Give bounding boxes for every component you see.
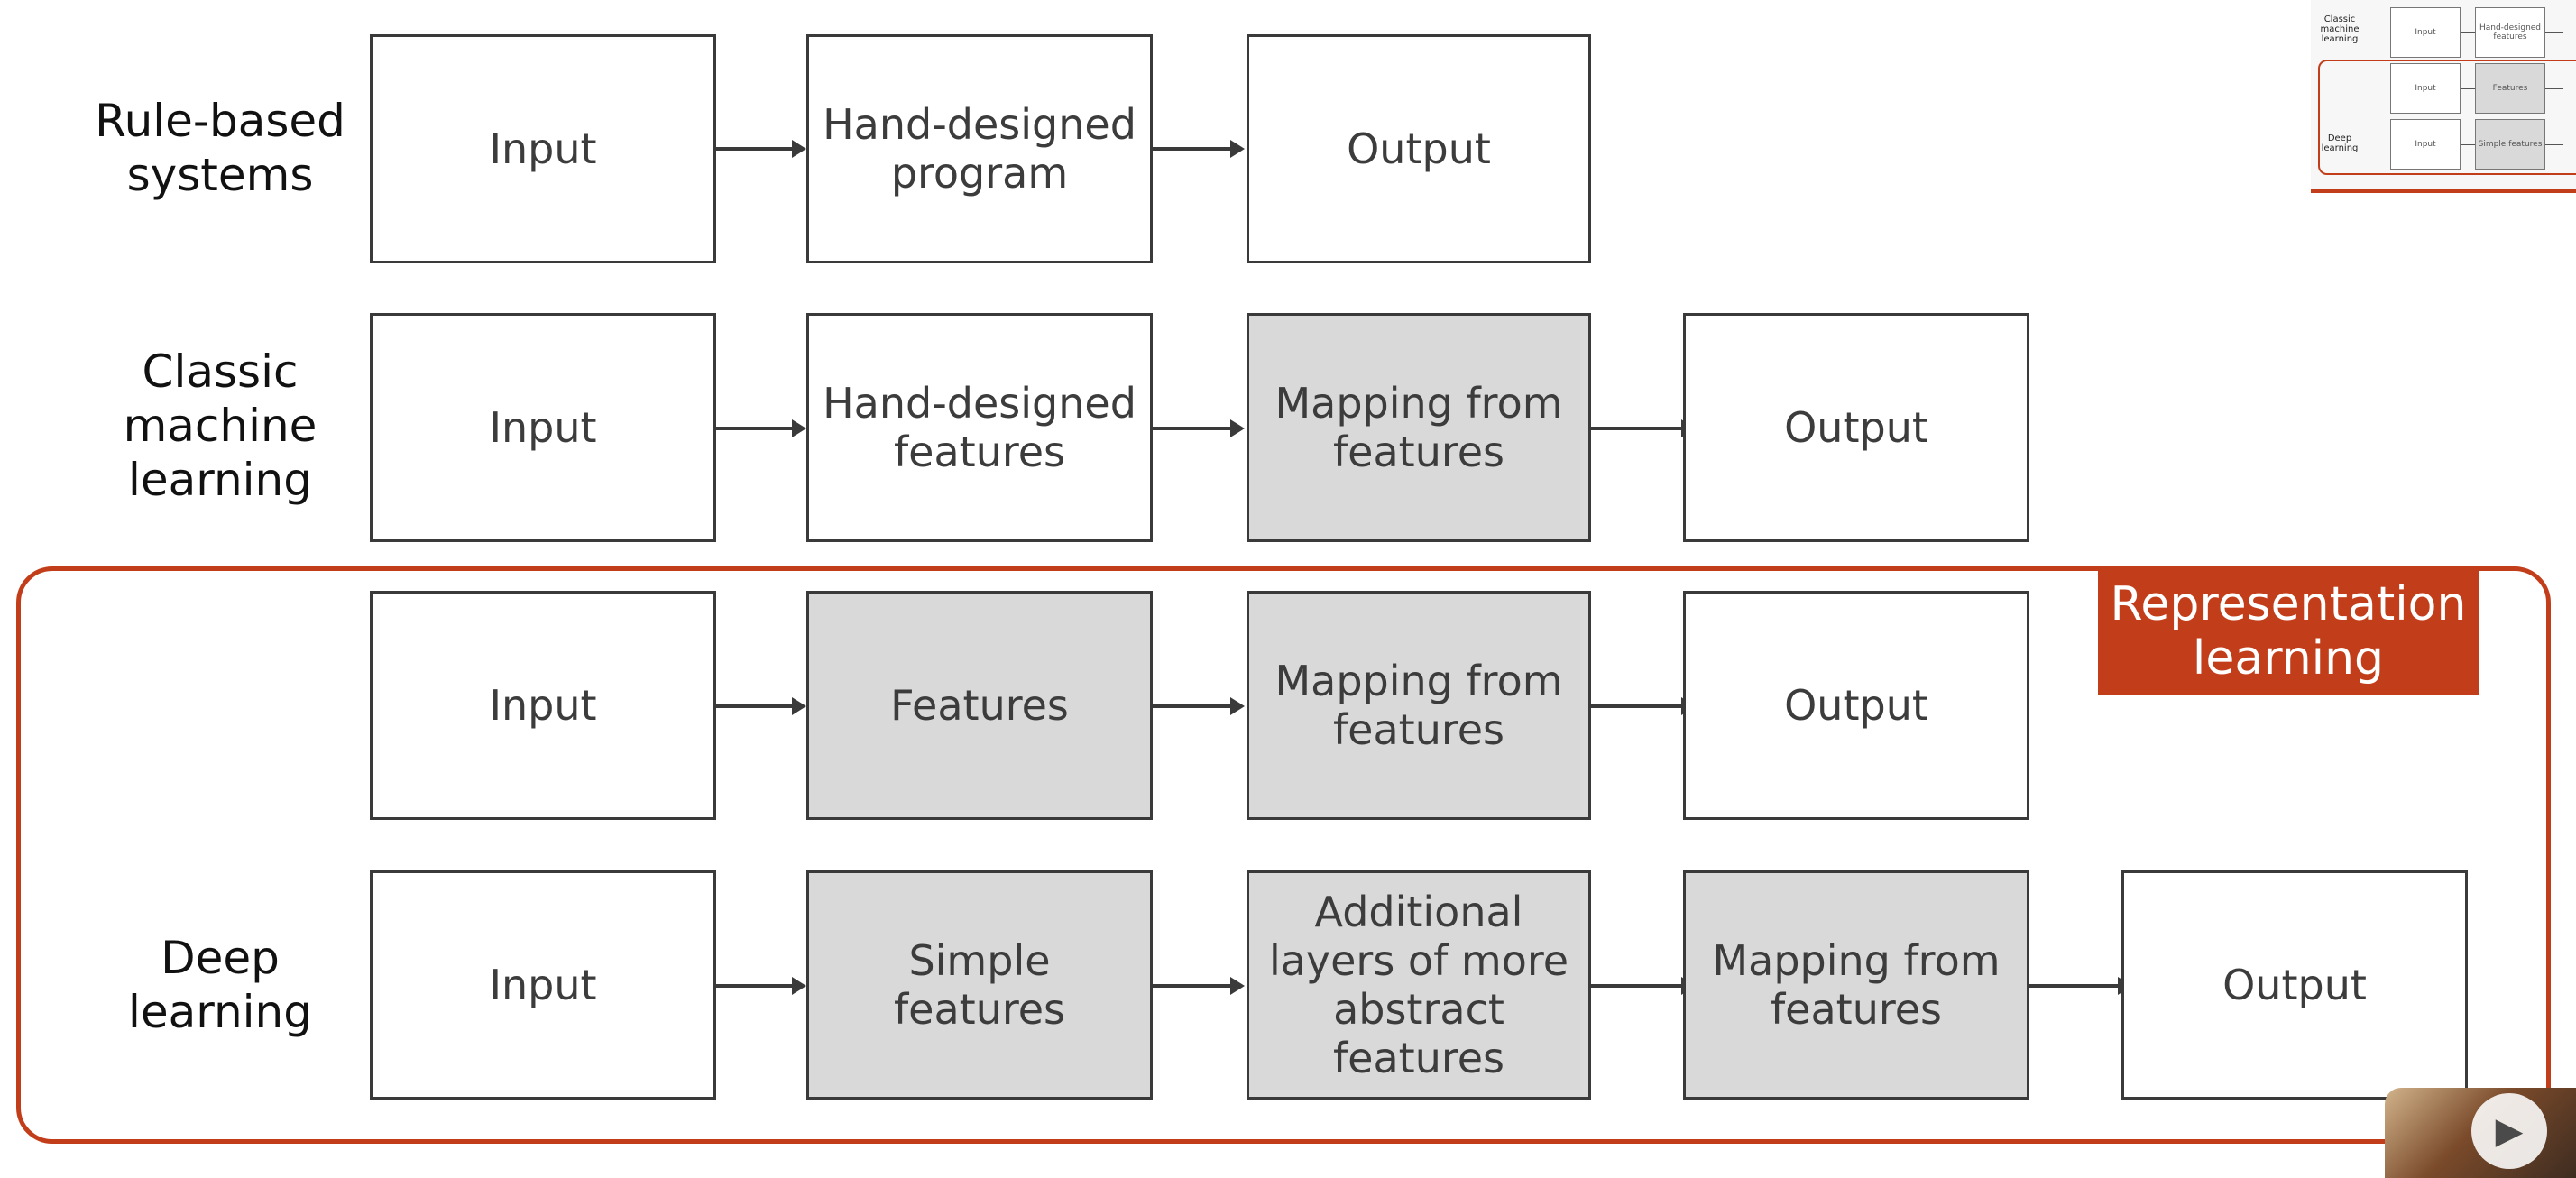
deep-abstract-layers-box: Additional layers of more abstract featu… (1247, 870, 1591, 1100)
thumb-label-classic: Classic machine learning (2320, 14, 2360, 44)
rep-output-box: Output (1683, 591, 2029, 820)
rule-arrow-2 (1153, 140, 1245, 158)
deep-arrow-3 (1591, 977, 1696, 995)
thumb-arrow (2461, 32, 2475, 33)
deep-input-box: Input (370, 870, 716, 1100)
play-button[interactable]: ▶ (2471, 1093, 2547, 1169)
representation-learning-tag: Representation learning (2098, 568, 2479, 695)
slide-thumbnail[interactable]: Classic machine learning Input Hand-desi… (2311, 0, 2576, 193)
deep-simple-features-box: Simple features (806, 870, 1153, 1100)
classic-arrow-2 (1153, 419, 1245, 437)
deep-mapping-box: Mapping from features (1683, 870, 2029, 1100)
classic-input-box: Input (370, 313, 716, 542)
classic-arrow-1 (716, 419, 806, 437)
row-label-rule-based: Rule-based systems (95, 95, 345, 201)
rule-arrow-1 (716, 140, 806, 158)
rule-output-box: Output (1247, 34, 1591, 263)
thumb-box: Hand-designed features (2475, 7, 2545, 58)
play-icon: ▶ (2495, 1110, 2524, 1152)
rep-arrow-1 (716, 697, 806, 715)
thumb-arrow (2545, 32, 2563, 33)
rep-mapping-box: Mapping from features (1247, 591, 1591, 820)
rep-input-box: Input (370, 591, 716, 820)
classic-features-box: Hand-designed features (806, 313, 1153, 542)
rule-program-box: Hand-designed program (806, 34, 1153, 263)
representation-learning-frame (16, 566, 2551, 1144)
row-label-classic-ml: Classic machine learning (123, 345, 317, 506)
thumb-box: Input (2390, 7, 2461, 58)
rep-arrow-3 (1591, 697, 1696, 715)
thumb-label-deep: Deep learning (2321, 133, 2359, 153)
classic-arrow-3 (1591, 419, 1696, 437)
deep-arrow-1 (716, 977, 806, 995)
rep-features-box: Features (806, 591, 1153, 820)
thumb-box: Simple features (2475, 119, 2545, 170)
deep-output-box: Output (2121, 870, 2468, 1100)
thumb-representation-frame (2318, 60, 2576, 175)
thumb-arrow (2461, 88, 2475, 89)
thumb-arrow (2545, 88, 2563, 89)
rep-arrow-2 (1153, 697, 1245, 715)
row-label-deep-learning: Deep learning (128, 932, 312, 1038)
thumb-box: Input (2390, 119, 2461, 170)
thumb-arrow (2461, 144, 2475, 145)
classic-output-box: Output (1683, 313, 2029, 542)
deep-arrow-2 (1153, 977, 1245, 995)
thumb-box: Features (2475, 63, 2545, 114)
classic-mapping-box: Mapping from features (1247, 313, 1591, 542)
rule-input-box: Input (370, 34, 716, 263)
thumb-box: Input (2390, 63, 2461, 114)
deep-arrow-4 (2029, 977, 2132, 995)
thumb-arrow (2545, 144, 2563, 145)
